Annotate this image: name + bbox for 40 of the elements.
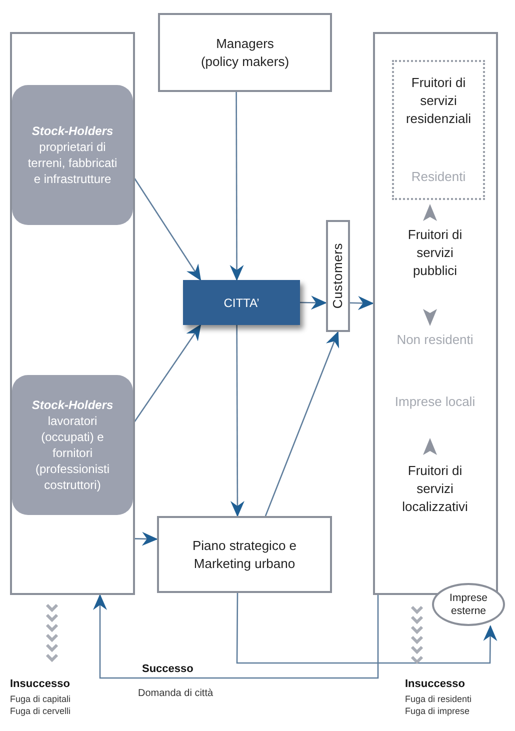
arrow bbox=[132, 176, 202, 281]
outcome-heading: Insuccesso bbox=[405, 677, 466, 692]
arrow bbox=[300, 296, 327, 310]
customers-box bbox=[326, 220, 350, 332]
node-text: CITTA’ bbox=[224, 294, 260, 312]
arrow bbox=[93, 594, 379, 679]
group-label: Non residenti bbox=[396, 331, 474, 349]
node-text: Residenti bbox=[411, 168, 466, 186]
group-label: Imprese locali bbox=[394, 393, 476, 411]
group-label: Fruitori di servizi pubblici bbox=[406, 226, 464, 280]
stakeholder-box bbox=[12, 85, 133, 225]
arrow bbox=[230, 92, 244, 281]
note-text: Fuga di capitali bbox=[10, 693, 72, 706]
note-text: Fuga di residenti bbox=[405, 693, 473, 706]
note-text: Fuga di imprese bbox=[405, 705, 471, 718]
residential-box bbox=[392, 60, 485, 200]
node-text: Piano strategico e Marketing urbano bbox=[191, 536, 298, 572]
node-text: Imprese esterne bbox=[450, 592, 488, 618]
node-text: Managers (policy makers) bbox=[200, 34, 290, 70]
arrow bbox=[230, 325, 244, 517]
stakeholder-box bbox=[12, 375, 133, 515]
process-box bbox=[157, 516, 332, 593]
note-text: Domanda di città bbox=[138, 687, 214, 701]
node-text: Customers bbox=[329, 243, 346, 309]
node-text: Fruitori di servizi residenziali bbox=[404, 74, 472, 128]
city-box bbox=[183, 280, 300, 325]
arrow bbox=[264, 331, 340, 516]
arrow bbox=[134, 532, 158, 546]
note-text: Fuga di cervelli bbox=[10, 705, 72, 718]
group-label: Fruitori di servizi localizzativi bbox=[401, 462, 469, 516]
column-panel bbox=[10, 32, 135, 595]
node-text: lavoratori (occupati) e fornitori (professionisti costruttori) bbox=[34, 413, 111, 493]
arrow bbox=[132, 324, 202, 424]
node-text: Stock-Holders bbox=[32, 123, 114, 139]
process-box bbox=[158, 13, 332, 92]
arrow bbox=[350, 296, 374, 310]
outcome-heading: Insuccesso bbox=[10, 677, 71, 692]
arrow bbox=[236, 593, 498, 664]
node-text: proprietari di terreni, fabbricati e infrastrutture bbox=[26, 139, 118, 187]
node-text: Stock-Holders bbox=[32, 397, 114, 413]
